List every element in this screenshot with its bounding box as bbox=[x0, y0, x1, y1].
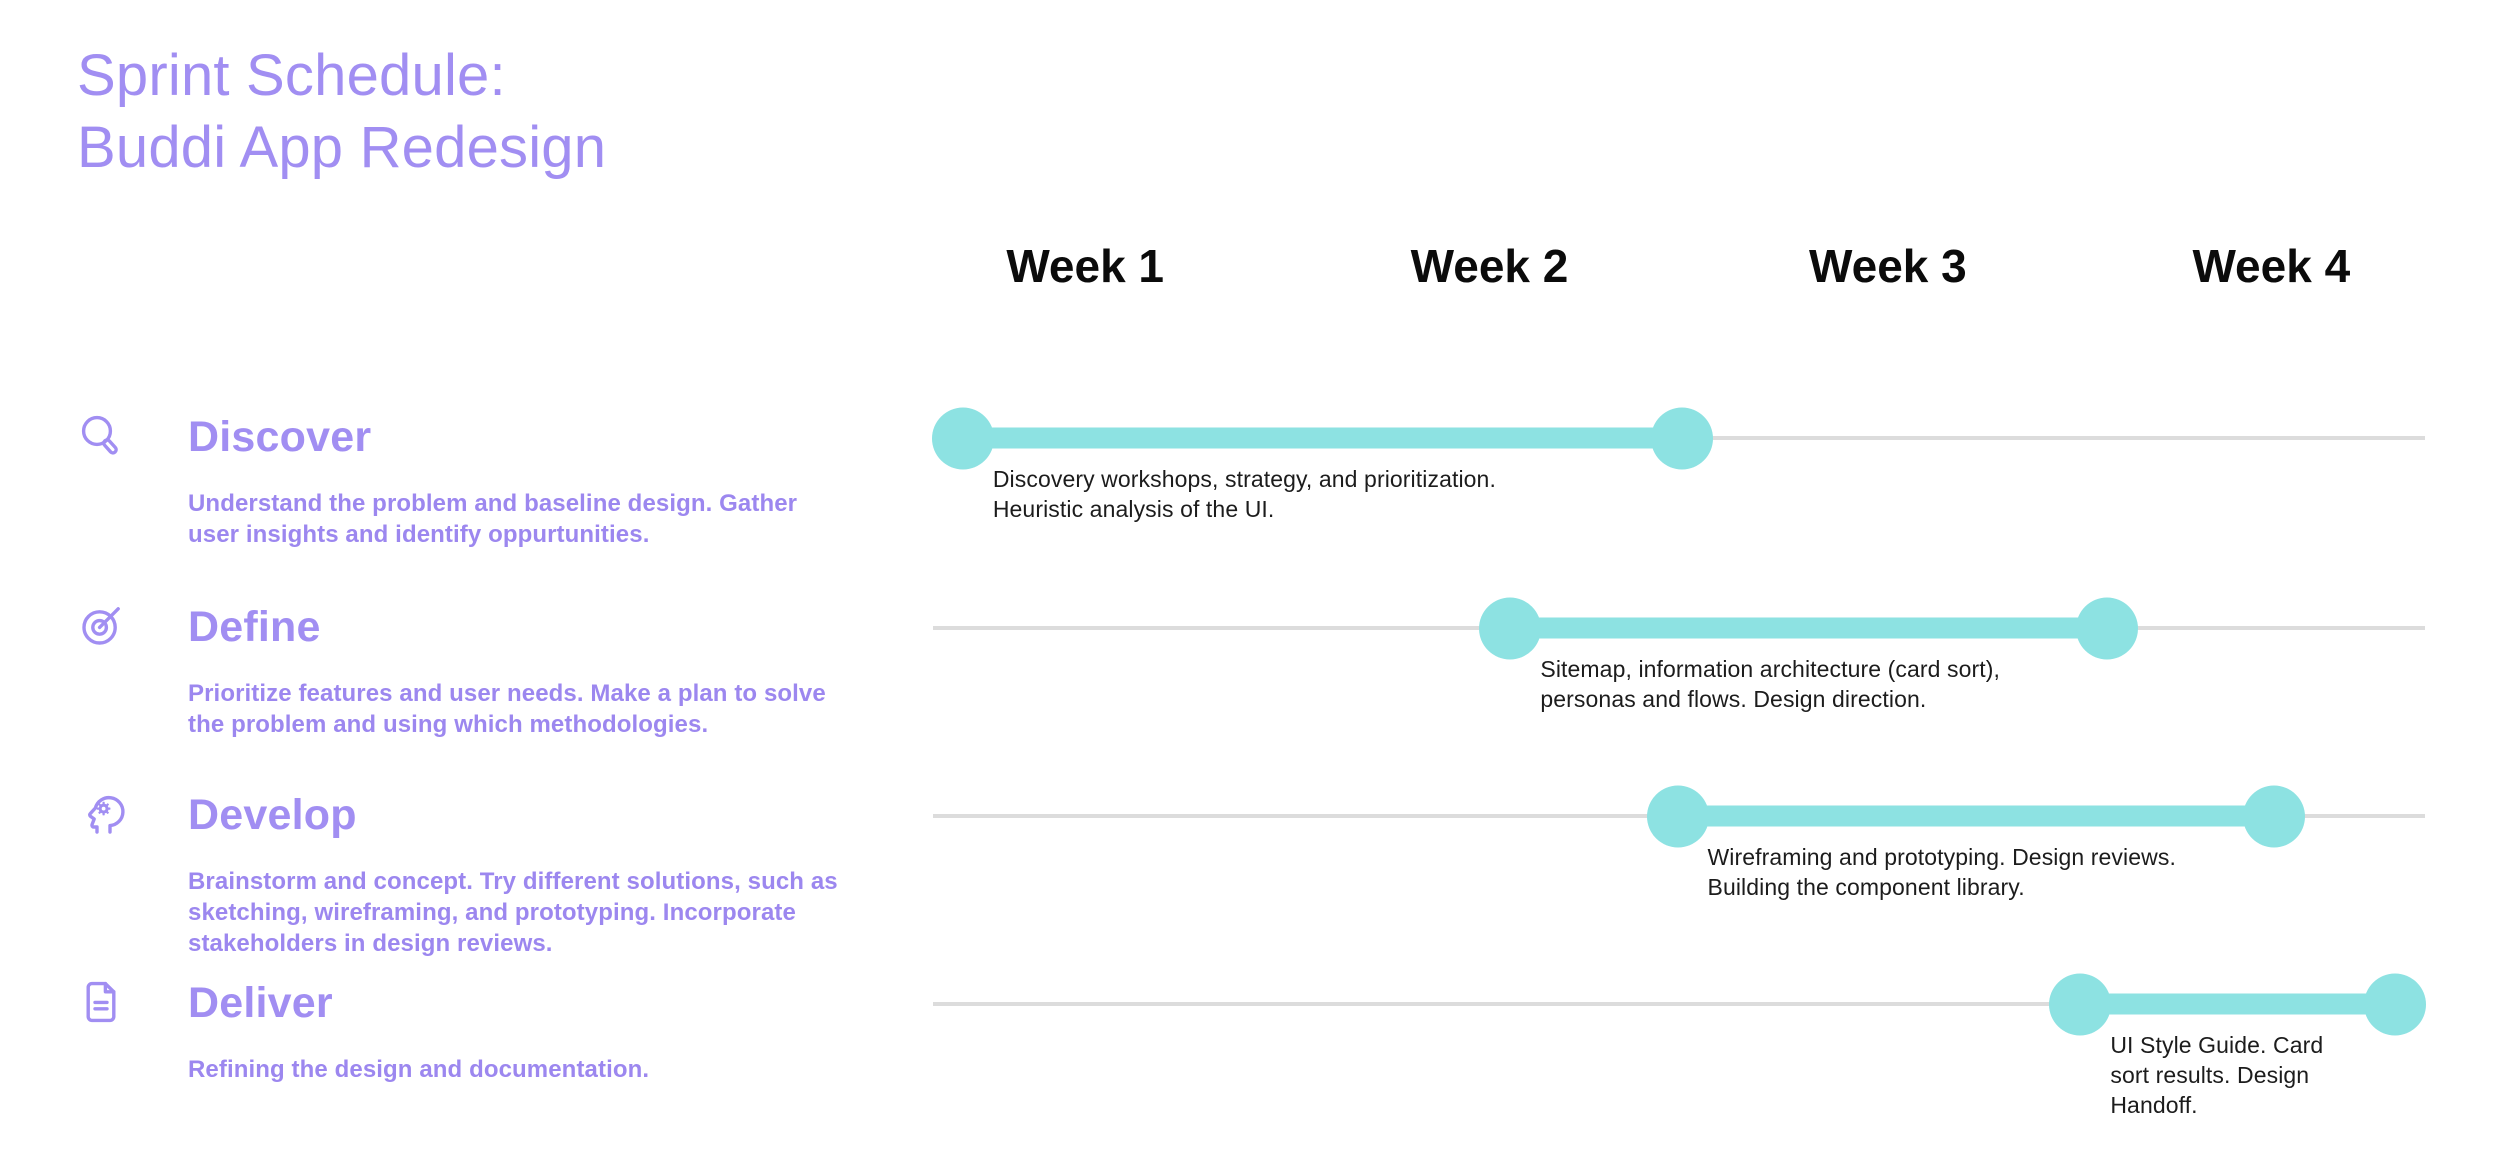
timeline-track bbox=[933, 1002, 2425, 1006]
bar-endpoint-left bbox=[931, 407, 994, 469]
week-label-4: Week 4 bbox=[2192, 240, 2351, 292]
week-label-1: Week 1 bbox=[1006, 240, 1165, 292]
gantt-bar-develop bbox=[1646, 785, 2306, 847]
bar-endpoint-left bbox=[1479, 597, 1542, 659]
document-icon bbox=[77, 978, 125, 1026]
target-icon bbox=[77, 602, 125, 650]
bar-endpoint-left bbox=[2049, 973, 2112, 1035]
gantt-bar-deliver bbox=[2049, 973, 2427, 1035]
gantt-bar-define bbox=[1479, 597, 2139, 659]
bar-annotation: Discovery workshops, strategy, and prior… bbox=[992, 466, 1496, 522]
magnifier-icon bbox=[77, 412, 125, 460]
timeline-area: Week 1 Week 2 Week 3 Week 4 Discovery wo… bbox=[931, 0, 2427, 1169]
phase-name: Discover bbox=[188, 413, 372, 461]
bar-endpoint-right bbox=[2364, 973, 2427, 1035]
bar-endpoint-right bbox=[2076, 597, 2139, 659]
bar-annotation: UI Style Guide. Card sort results. Desig… bbox=[2110, 1032, 2324, 1118]
phase-description: Prioritize features and user needs. Make… bbox=[188, 680, 826, 738]
phase-name: Develop bbox=[188, 791, 357, 839]
phase-description: Refining the design and documentation. bbox=[188, 1056, 650, 1083]
week-header-row: Week 1 Week 2 Week 3 Week 4 bbox=[933, 243, 2425, 293]
week-label-2: Week 2 bbox=[1410, 240, 1569, 292]
week-label-3: Week 3 bbox=[1809, 240, 1967, 292]
phase-name: Define bbox=[188, 603, 321, 651]
phase-name: Deliver bbox=[188, 979, 333, 1027]
phase-description: Brainstorm and concept. Try different so… bbox=[188, 868, 838, 957]
bar-endpoint-right bbox=[2243, 785, 2306, 847]
phase-description: Understand the problem and baseline desi… bbox=[188, 490, 798, 548]
bar-annotation: Wireframing and prototyping. Design revi… bbox=[1707, 844, 2176, 900]
head-gear-icon bbox=[77, 790, 125, 838]
bar-annotation: Sitemap, information architecture (card … bbox=[1540, 656, 2001, 712]
bar-endpoint-right bbox=[1650, 407, 1713, 469]
gantt-bar-discover bbox=[931, 407, 1713, 469]
bar-endpoint-left bbox=[1646, 785, 1709, 847]
page-title: Sprint Schedule: Buddi App Redesign bbox=[77, 43, 607, 180]
